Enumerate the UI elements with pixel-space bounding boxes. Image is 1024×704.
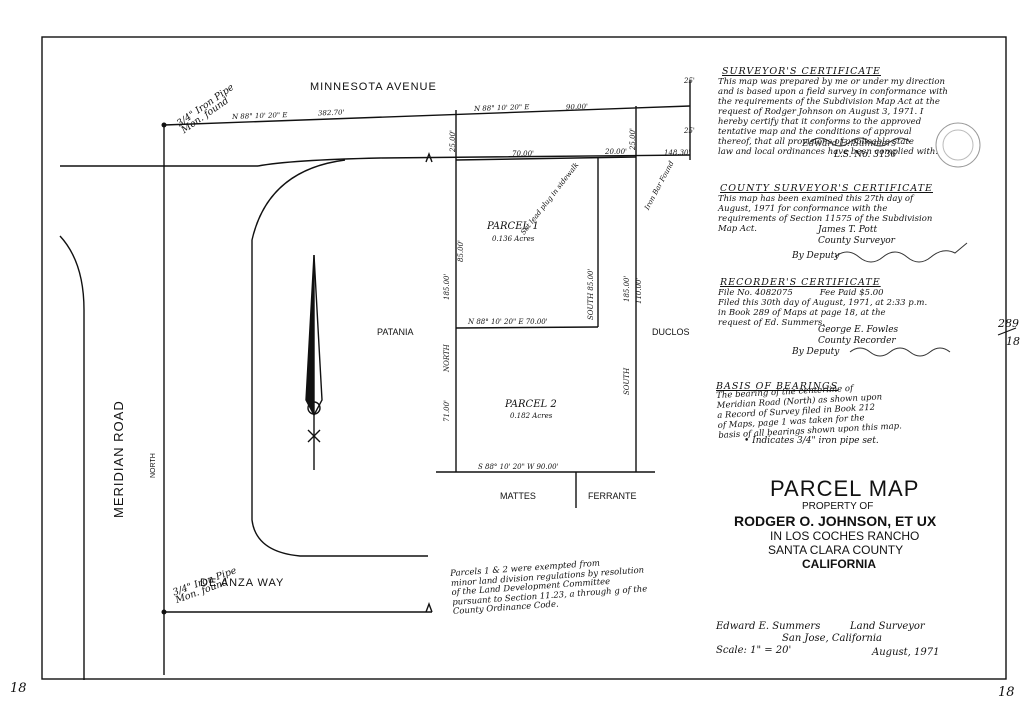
curb-return bbox=[251, 159, 428, 557]
meridian-west-curb bbox=[59, 235, 85, 680]
surveyor-signature: Edward E. Summers bbox=[802, 139, 896, 149]
county-cert-title: County Surveyor bbox=[818, 236, 895, 246]
footer-date: August, 1971 bbox=[872, 647, 940, 658]
county-cert-heading: COUNTY SURVEYOR'S CERTIFICATE bbox=[720, 183, 933, 194]
seal-inner bbox=[942, 129, 974, 161]
footer-city: San Jose, California bbox=[782, 633, 882, 644]
county-cert-deputy: By Deputy bbox=[792, 251, 840, 261]
monument-dot bbox=[161, 122, 167, 128]
neighbor-ferrante: FERRANTE bbox=[588, 491, 637, 501]
dim-left-total: 185.00' bbox=[443, 273, 451, 300]
dim-far-right: 148.30' bbox=[664, 149, 691, 157]
footer-role: Land Surveyor bbox=[850, 621, 925, 632]
property-of: PROPERTY OF bbox=[802, 501, 874, 512]
recorder-cert-deputy: By Deputy bbox=[792, 347, 840, 357]
rancho: IN LOS COCHES RANCHO bbox=[770, 529, 920, 543]
seal-icon bbox=[935, 122, 981, 168]
page-ref-book: 289 bbox=[998, 317, 1019, 330]
dim-p1-left: 85.00' bbox=[457, 240, 465, 262]
dim-right-seg1: 185.00' bbox=[623, 275, 631, 302]
neighbor-patania: PATANIA bbox=[377, 327, 414, 337]
neighbor-mattes: MATTES bbox=[500, 491, 536, 501]
street-minnesota: MINNESOTA AVENUE bbox=[310, 81, 437, 93]
bearings-heading: BASIS OF BEARINGS bbox=[716, 381, 839, 392]
north-arrow-n bbox=[307, 429, 321, 443]
parcel-1-area: 0.136 Acres bbox=[492, 235, 535, 243]
surveyor-signature-stroke bbox=[809, 137, 911, 147]
surveyor-license: L.S. No. 3136 bbox=[834, 150, 897, 160]
sheet-border bbox=[41, 36, 1007, 680]
dim-right-seg2: 110.00' bbox=[635, 277, 643, 304]
dim-south-inner: SOUTH 85.00' bbox=[587, 268, 595, 320]
bearings-legend: • Indicates 3/4" iron pipe set. bbox=[744, 436, 879, 446]
parcel-1-label: PARCEL 1 bbox=[487, 221, 539, 232]
corner-ref-left: 18 bbox=[10, 681, 27, 696]
minnesota-south-line bbox=[257, 154, 691, 167]
footer-surveyor: Edward E. Summers bbox=[716, 621, 821, 632]
dim-north-left: NORTH bbox=[443, 344, 451, 372]
meridian-bearing: NORTH bbox=[150, 453, 157, 478]
monument-dot bbox=[161, 609, 167, 615]
dim-mid-line: N 88° 10' 20" E 70.00' bbox=[468, 318, 548, 326]
recorder-cert-name: George E. Fowles bbox=[818, 325, 899, 335]
surveyor-cert-body: This map was prepared by me or under my … bbox=[718, 77, 948, 157]
break-mark bbox=[425, 152, 433, 163]
surveyor-cert-heading: SURVEYOR'S CERTIFICATE bbox=[722, 66, 881, 77]
parcel-1-south-line bbox=[455, 326, 599, 329]
dim-bottom-line: S 88° 10' 20" W 90.00' bbox=[478, 463, 559, 471]
county-cert-body: This map has been examined this 27th day… bbox=[718, 194, 933, 234]
dim-south-right: SOUTH bbox=[623, 367, 631, 395]
recorder-cert-title: County Recorder bbox=[818, 336, 896, 346]
break-mark bbox=[425, 602, 433, 613]
recorder-cert-body: File No. 4082075 Fee Paid $5.00 Filed th… bbox=[718, 288, 928, 328]
neighbor-duclos: DUCLOS bbox=[652, 327, 690, 337]
dim-p2-left: 71.00' bbox=[443, 400, 451, 422]
recorder-signature-stroke bbox=[849, 347, 951, 357]
bearings-body: The bearing of the centerline of Meridia… bbox=[716, 383, 903, 441]
footer-scale: Scale: 1" = 20' bbox=[716, 645, 792, 656]
dim-top-left: 382.70' bbox=[317, 108, 345, 118]
north-arrow-fill bbox=[306, 255, 314, 415]
dim-left-top-seg: 25.00' bbox=[449, 130, 457, 152]
county-cert-name: James T. Pott bbox=[818, 225, 878, 235]
owner-name: RODGER O. JOHNSON, ET UX bbox=[734, 513, 937, 529]
street-meridian: MERIDIAN ROAD bbox=[111, 400, 126, 518]
dim-top-right: 90.00' bbox=[565, 102, 589, 112]
page-ref-slash bbox=[997, 327, 1017, 336]
dim-inner-top: 70.00' bbox=[512, 150, 534, 158]
parcel-2-area: 0.182 Acres bbox=[510, 412, 553, 420]
parcel-2-label: PARCEL 2 bbox=[505, 399, 557, 410]
recorder-cert-heading: RECORDER'S CERTIFICATE bbox=[720, 277, 881, 288]
county-signature-stroke bbox=[834, 242, 968, 263]
county: SANTA CLARA COUNTY bbox=[768, 543, 904, 557]
street-de-anza: DE ANZA WAY bbox=[200, 577, 285, 589]
dim-right-top-seg: 25.00' bbox=[629, 128, 637, 150]
corner-ref-right: 18 bbox=[998, 685, 1015, 700]
dim-inner-right-top: 20.00' bbox=[605, 148, 627, 156]
page-ref-page: 18 bbox=[1006, 335, 1020, 348]
map-title: PARCEL MAP bbox=[770, 476, 920, 501]
dim-r25-top: 25' bbox=[684, 77, 695, 85]
parcel-north-line bbox=[455, 156, 637, 161]
minnesota-north-line bbox=[163, 105, 691, 126]
state: CALIFORNIA bbox=[802, 557, 876, 571]
dim-r25-mid: 25' bbox=[684, 127, 695, 135]
